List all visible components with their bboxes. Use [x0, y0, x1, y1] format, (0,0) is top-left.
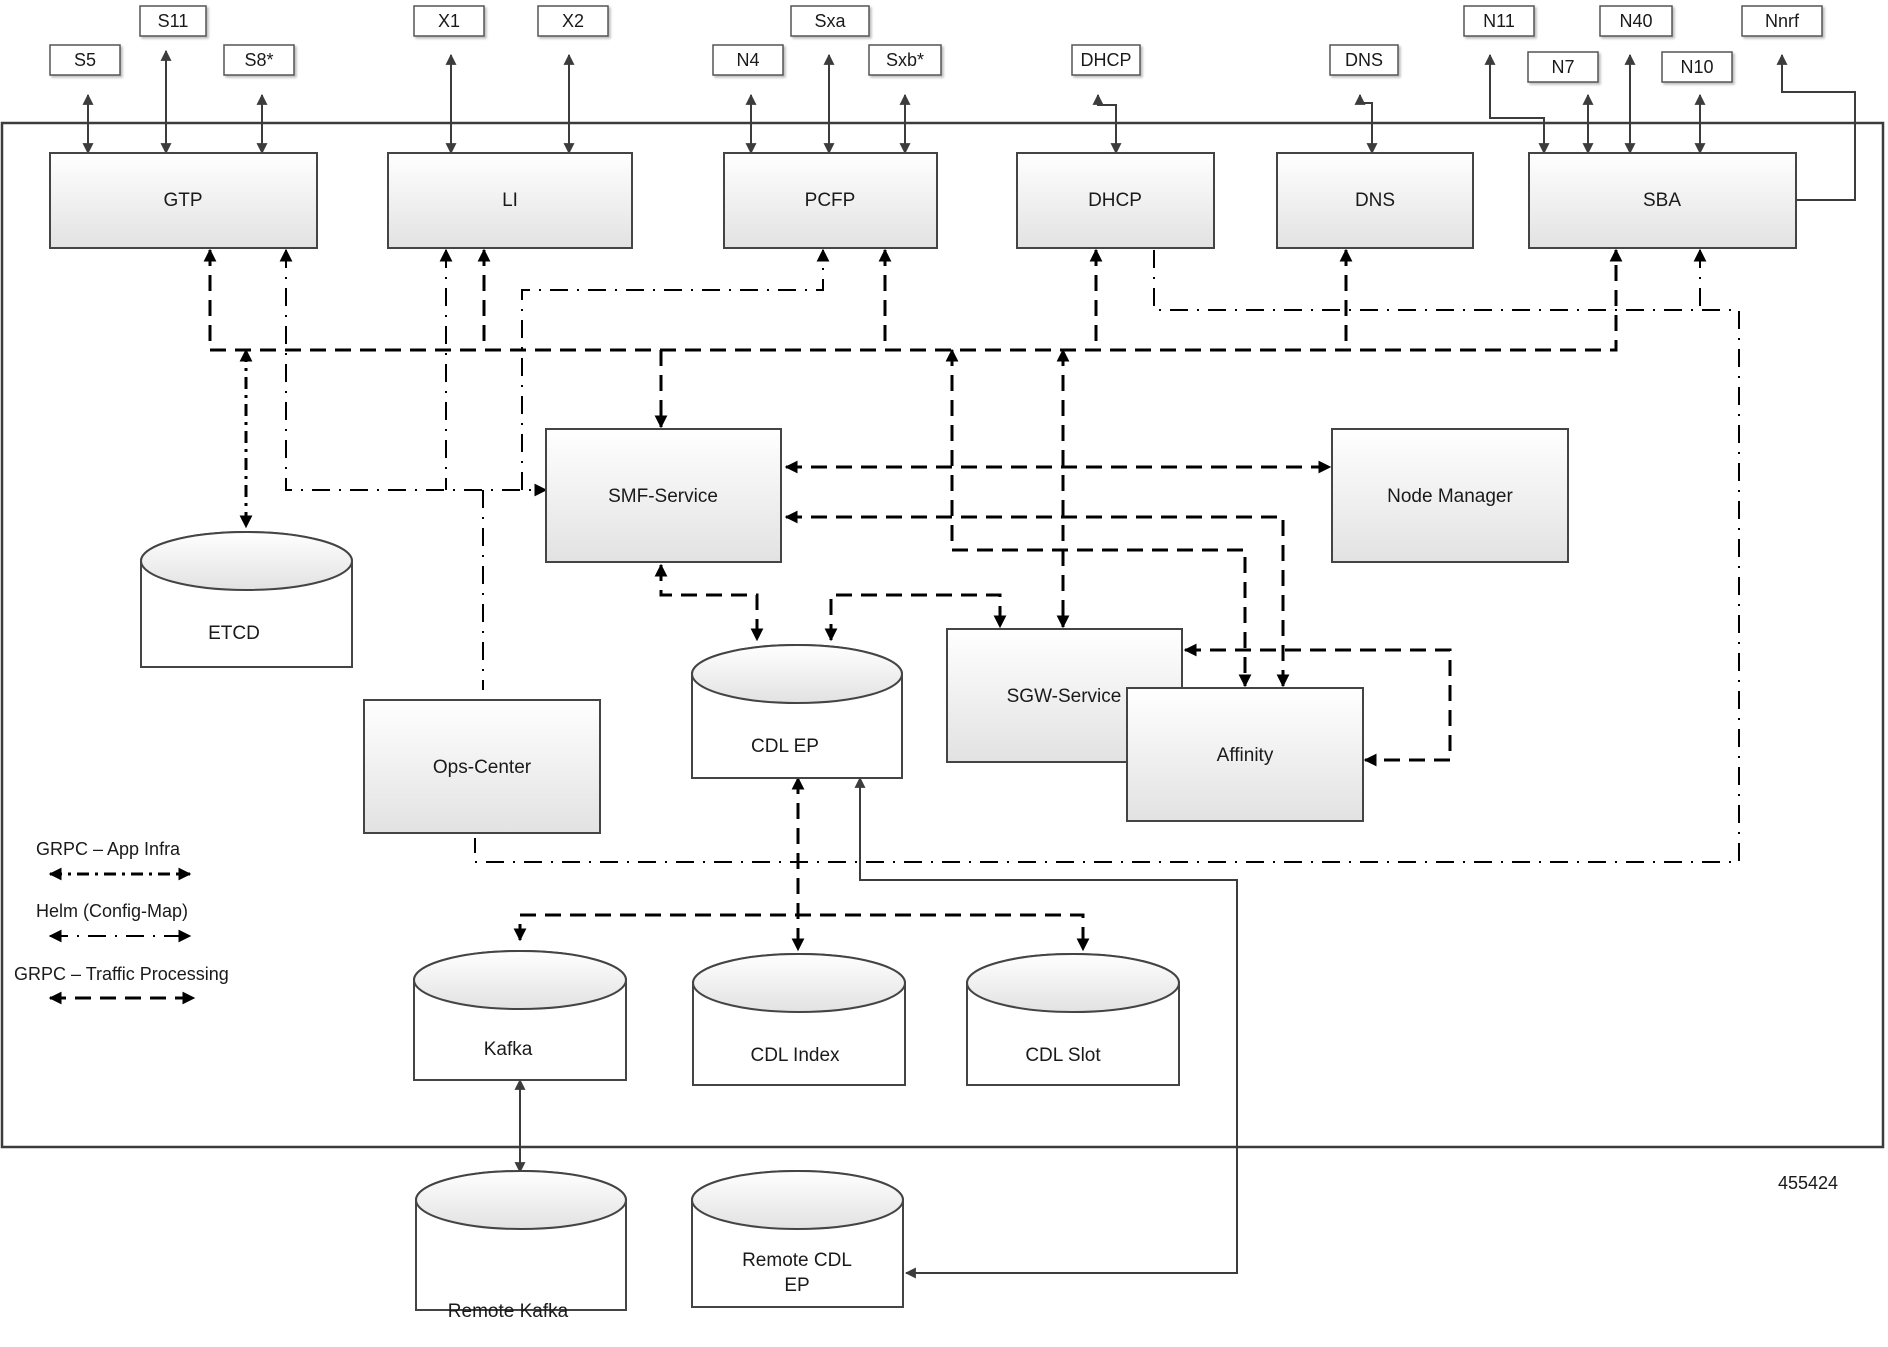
legend-grpc-traffic-label: GRPC – Traffic Processing: [14, 964, 229, 984]
tag-sxa: Sxa: [790, 5, 870, 37]
tag-s11: S11: [139, 5, 207, 37]
legend-grpc-app-infra-label: GRPC – App Infra: [36, 839, 181, 859]
pcfp-block: PCFP: [723, 152, 938, 249]
cdl-slot-label: CDL Slot: [1025, 1045, 1101, 1066]
gtp-label: GTP: [163, 190, 202, 211]
dns-label: DNS: [1355, 190, 1395, 211]
tag-n40-label: N40: [1619, 11, 1652, 31]
tag-n4-label: N4: [736, 50, 759, 70]
pcfp-label: PCFP: [805, 190, 856, 211]
tag-s8-label: S8*: [244, 50, 273, 70]
tag-dns: DNS: [1329, 44, 1399, 76]
remote-cdl-ep-cylinder: Remote CDL EP: [691, 1170, 904, 1308]
gtp-block: GTP: [49, 152, 318, 249]
remote-cdl-ep-label-line1: Remote CDL: [742, 1250, 852, 1271]
dhcp-block: DHCP: [1016, 152, 1215, 249]
cdl-index-cylinder: CDL Index: [692, 953, 906, 1086]
tag-n40: N40: [1599, 5, 1673, 37]
tag-x1: X1: [413, 5, 485, 37]
smf-service-block: SMF-Service: [545, 428, 782, 563]
tag-x2: X2: [537, 5, 609, 37]
li-label: LI: [502, 190, 518, 211]
dns-block: DNS: [1276, 152, 1474, 249]
tag-sxb-label: Sxb*: [886, 50, 924, 70]
ops-center-label: Ops-Center: [433, 757, 532, 778]
etcd-cylinder: ETCD: [140, 531, 353, 668]
tag-x2-label: X2: [562, 11, 584, 31]
tag-sxb: Sxb*: [868, 44, 942, 76]
affinity-block: Affinity: [1126, 687, 1364, 822]
kafka-cylinder: Kafka: [413, 950, 627, 1081]
tag-sxa-label: Sxa: [814, 11, 846, 31]
helm-config-map-links: [279, 248, 1740, 863]
li-block: LI: [387, 152, 633, 249]
remote-cdl-ep-label-line2: EP: [784, 1275, 809, 1296]
tag-n7-label: N7: [1551, 57, 1574, 77]
grpc-traffic-links: [203, 248, 1623, 952]
interface-tags: S5 S11 S8* X1 X2 N4 Sxa Sxb*: [49, 5, 1823, 83]
kafka-label: Kafka: [484, 1039, 533, 1060]
tag-s8: S8*: [223, 44, 295, 76]
cdl-slot-cylinder: CDL Slot: [966, 953, 1180, 1086]
node-manager-label: Node Manager: [1387, 486, 1513, 507]
tag-n10-label: N10: [1680, 57, 1713, 77]
sba-label: SBA: [1643, 190, 1681, 211]
tag-s5: S5: [49, 44, 121, 76]
tag-n11-label: N11: [1483, 11, 1515, 31]
cdl-index-label: CDL Index: [750, 1045, 840, 1066]
remote-kafka-cylinder: Remote Kafka: [415, 1170, 627, 1322]
data-stores: ETCD CDL EP Kafka CDL Index CDL Slot Rem…: [140, 531, 1180, 1322]
tag-n4: N4: [712, 44, 784, 76]
tag-n7: N7: [1527, 51, 1599, 83]
affinity-label: Affinity: [1217, 745, 1274, 766]
tag-s11-label: S11: [158, 11, 189, 31]
cdl-ep-cylinder: CDL EP: [691, 644, 903, 779]
tag-dhcp-label: DHCP: [1080, 50, 1131, 70]
solid-interface-links: [82, 49, 1856, 1279]
tag-x1-label: X1: [438, 11, 460, 31]
tag-dns-label: DNS: [1345, 50, 1383, 70]
smf-service-label: SMF-Service: [608, 486, 718, 507]
tag-n10: N10: [1661, 51, 1733, 83]
remote-kafka-label: Remote Kafka: [448, 1301, 569, 1322]
figure-id: 455424: [1778, 1173, 1838, 1193]
dhcp-label: DHCP: [1088, 190, 1142, 211]
sba-block: SBA: [1528, 152, 1797, 249]
legend: GRPC – App Infra Helm (Config-Map) GRPC …: [14, 839, 229, 1005]
function-blocks: GTP LI PCFP DHCP DNS SBA SMF-Service No: [49, 152, 1797, 834]
cdl-ep-label: CDL EP: [751, 736, 819, 757]
tag-s5-label: S5: [74, 50, 96, 70]
node-manager-block: Node Manager: [1331, 428, 1569, 563]
tag-nnrf-label: Nnrf: [1765, 11, 1800, 31]
tag-nnrf: Nnrf: [1741, 5, 1823, 37]
cluster-boundary: [0, 121, 1885, 1149]
tag-n11: N11: [1463, 5, 1535, 37]
tag-dhcp: DHCP: [1071, 44, 1141, 76]
legend-helm-config-map-label: Helm (Config-Map): [36, 901, 188, 921]
etcd-label: ETCD: [208, 623, 260, 644]
sgw-service-label: SGW-Service: [1007, 686, 1122, 707]
ops-center-block: Ops-Center: [363, 699, 601, 834]
